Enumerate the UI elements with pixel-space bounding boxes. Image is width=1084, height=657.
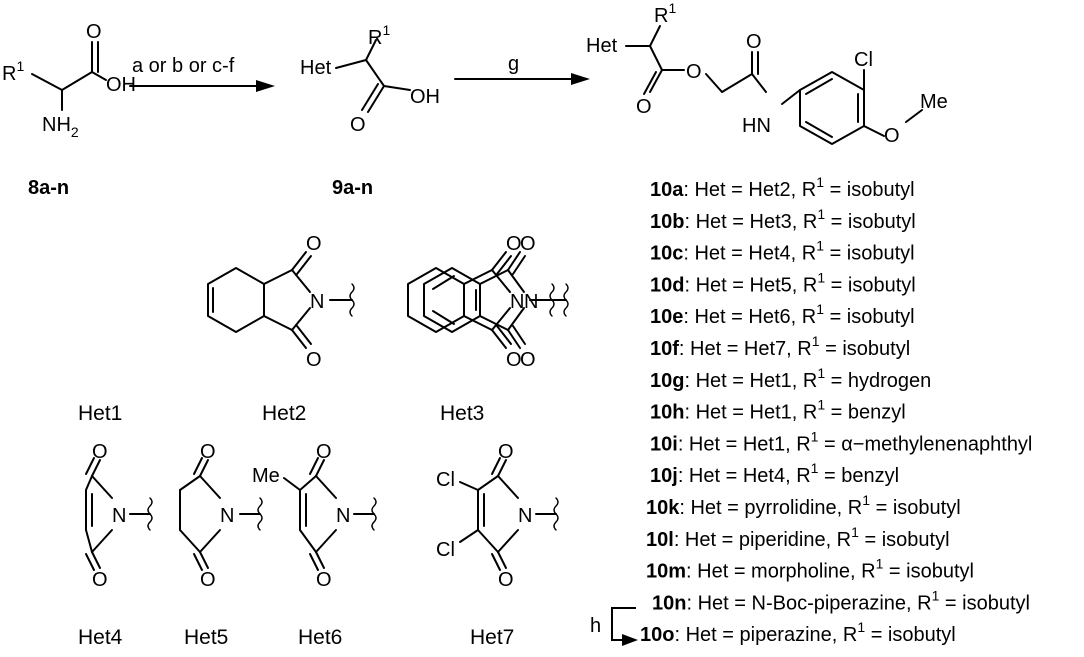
hydroxyl-label: OH bbox=[106, 74, 136, 96]
oxygen-label: O bbox=[306, 233, 322, 255]
het1-structure: O N O bbox=[207, 233, 355, 371]
compound-label-9: 9a-n bbox=[332, 177, 373, 199]
het-label: Het bbox=[300, 57, 332, 79]
oxygen-label: O bbox=[306, 349, 322, 371]
carbonyl-oxygen-label: O bbox=[636, 96, 652, 118]
r-label: R1 bbox=[2, 58, 24, 85]
reaction-arrow-1 bbox=[129, 80, 275, 92]
compound-label-8: 8a-n bbox=[28, 177, 69, 199]
product-structure: Het R1 O O O HN Cl O Me bbox=[586, 0, 948, 147]
amino-acid-structure: R1 O OH NH2 bbox=[2, 21, 136, 140]
nitrogen-label: N bbox=[310, 291, 324, 313]
carbonyl-oxygen-label: O bbox=[86, 21, 102, 43]
r-label: R1 bbox=[368, 22, 390, 49]
chloro-label: Cl bbox=[854, 49, 873, 71]
methyl-label: Me bbox=[920, 91, 948, 113]
hydroxyl-label: OH bbox=[410, 86, 440, 108]
reaction-arrow-2 bbox=[454, 73, 590, 85]
oxygen-label: O bbox=[520, 233, 536, 255]
reagent-label-2: g bbox=[508, 53, 519, 75]
ester-oxygen-label: O bbox=[686, 61, 702, 83]
amide-nh-label: HN bbox=[742, 115, 771, 137]
carbonyl-oxygen-label: O bbox=[350, 114, 366, 136]
het-label: Het bbox=[586, 35, 618, 57]
heterocyclic-acid-structure: Het R1 O OH bbox=[300, 22, 440, 136]
nitrogen-label: N bbox=[524, 291, 538, 313]
amine-label: NH2 bbox=[42, 114, 79, 140]
oxygen-label: O bbox=[520, 349, 536, 371]
methoxy-oxygen-label: O bbox=[884, 125, 900, 147]
phthalimide-ring: O N O bbox=[423, 233, 569, 371]
reagent-label-1: a or b or c-f bbox=[132, 55, 235, 77]
amide-oxygen-label: O bbox=[746, 31, 762, 53]
r-label: R1 bbox=[654, 0, 676, 27]
